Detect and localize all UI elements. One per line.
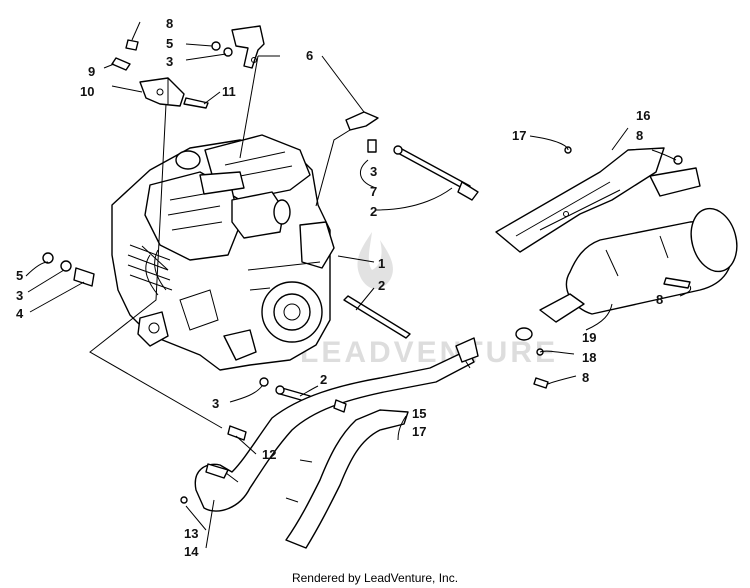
callout-8-right-3: 8 xyxy=(582,370,589,385)
clamp-12 xyxy=(227,425,247,441)
exhaust-pipe xyxy=(180,337,479,512)
callout-14: 14 xyxy=(184,544,199,559)
callout-3-top: 3 xyxy=(166,54,173,69)
callout-2-right: 2 xyxy=(378,278,385,293)
callout-2-low: 2 xyxy=(320,372,327,387)
bracket-6 xyxy=(231,25,265,69)
watermark: LEADVENTURE xyxy=(300,232,558,369)
callout-1: 1 xyxy=(378,256,385,271)
leader-lines xyxy=(25,21,692,549)
muffler-assembly xyxy=(495,146,738,323)
callout-3-left: 3 xyxy=(16,288,23,303)
watermark-text: LEADVENTURE xyxy=(300,336,558,369)
clamp-6 xyxy=(345,111,379,131)
callout-4: 4 xyxy=(16,306,24,321)
callout-15: 15 xyxy=(412,406,426,421)
callout-7: 7 xyxy=(370,184,377,199)
callout-3-mid: 3 xyxy=(370,164,377,179)
callout-10: 10 xyxy=(80,84,94,99)
callout-8-right-2: 8 xyxy=(656,292,663,307)
callout-3-low: 3 xyxy=(212,396,219,411)
callout-5-left: 5 xyxy=(16,268,23,283)
callout-5-top: 5 xyxy=(166,36,173,51)
hardware-top xyxy=(211,41,233,57)
callouts: 8 5 3 9 10 11 6 3 7 2 1 2 5 3 4 3 2 12 1… xyxy=(16,16,663,559)
left-spacer xyxy=(42,252,95,287)
callout-8-top: 8 xyxy=(166,16,173,31)
callout-2-mid: 2 xyxy=(370,204,377,219)
callout-17-low: 17 xyxy=(412,424,426,439)
heat-shield-lower xyxy=(285,399,409,549)
callout-19: 19 xyxy=(582,330,596,345)
callout-16: 16 xyxy=(636,108,650,123)
callout-12: 12 xyxy=(262,447,276,462)
callout-6: 6 xyxy=(306,48,313,63)
bracket-10 xyxy=(111,39,209,109)
callout-8-right-1: 8 xyxy=(636,128,643,143)
callout-13: 13 xyxy=(184,526,198,541)
lower-bolts xyxy=(259,377,311,403)
callout-11: 11 xyxy=(222,84,236,99)
long-bolt-middle xyxy=(343,295,411,339)
render-credit: Rendered by LeadVenture, Inc. xyxy=(292,571,458,585)
callout-9: 9 xyxy=(88,64,95,79)
clamp-18 xyxy=(515,327,549,389)
long-bolt-upper xyxy=(367,139,479,201)
engine-assembly xyxy=(111,134,335,371)
callout-18: 18 xyxy=(582,350,596,365)
callout-17-top: 17 xyxy=(512,128,526,143)
